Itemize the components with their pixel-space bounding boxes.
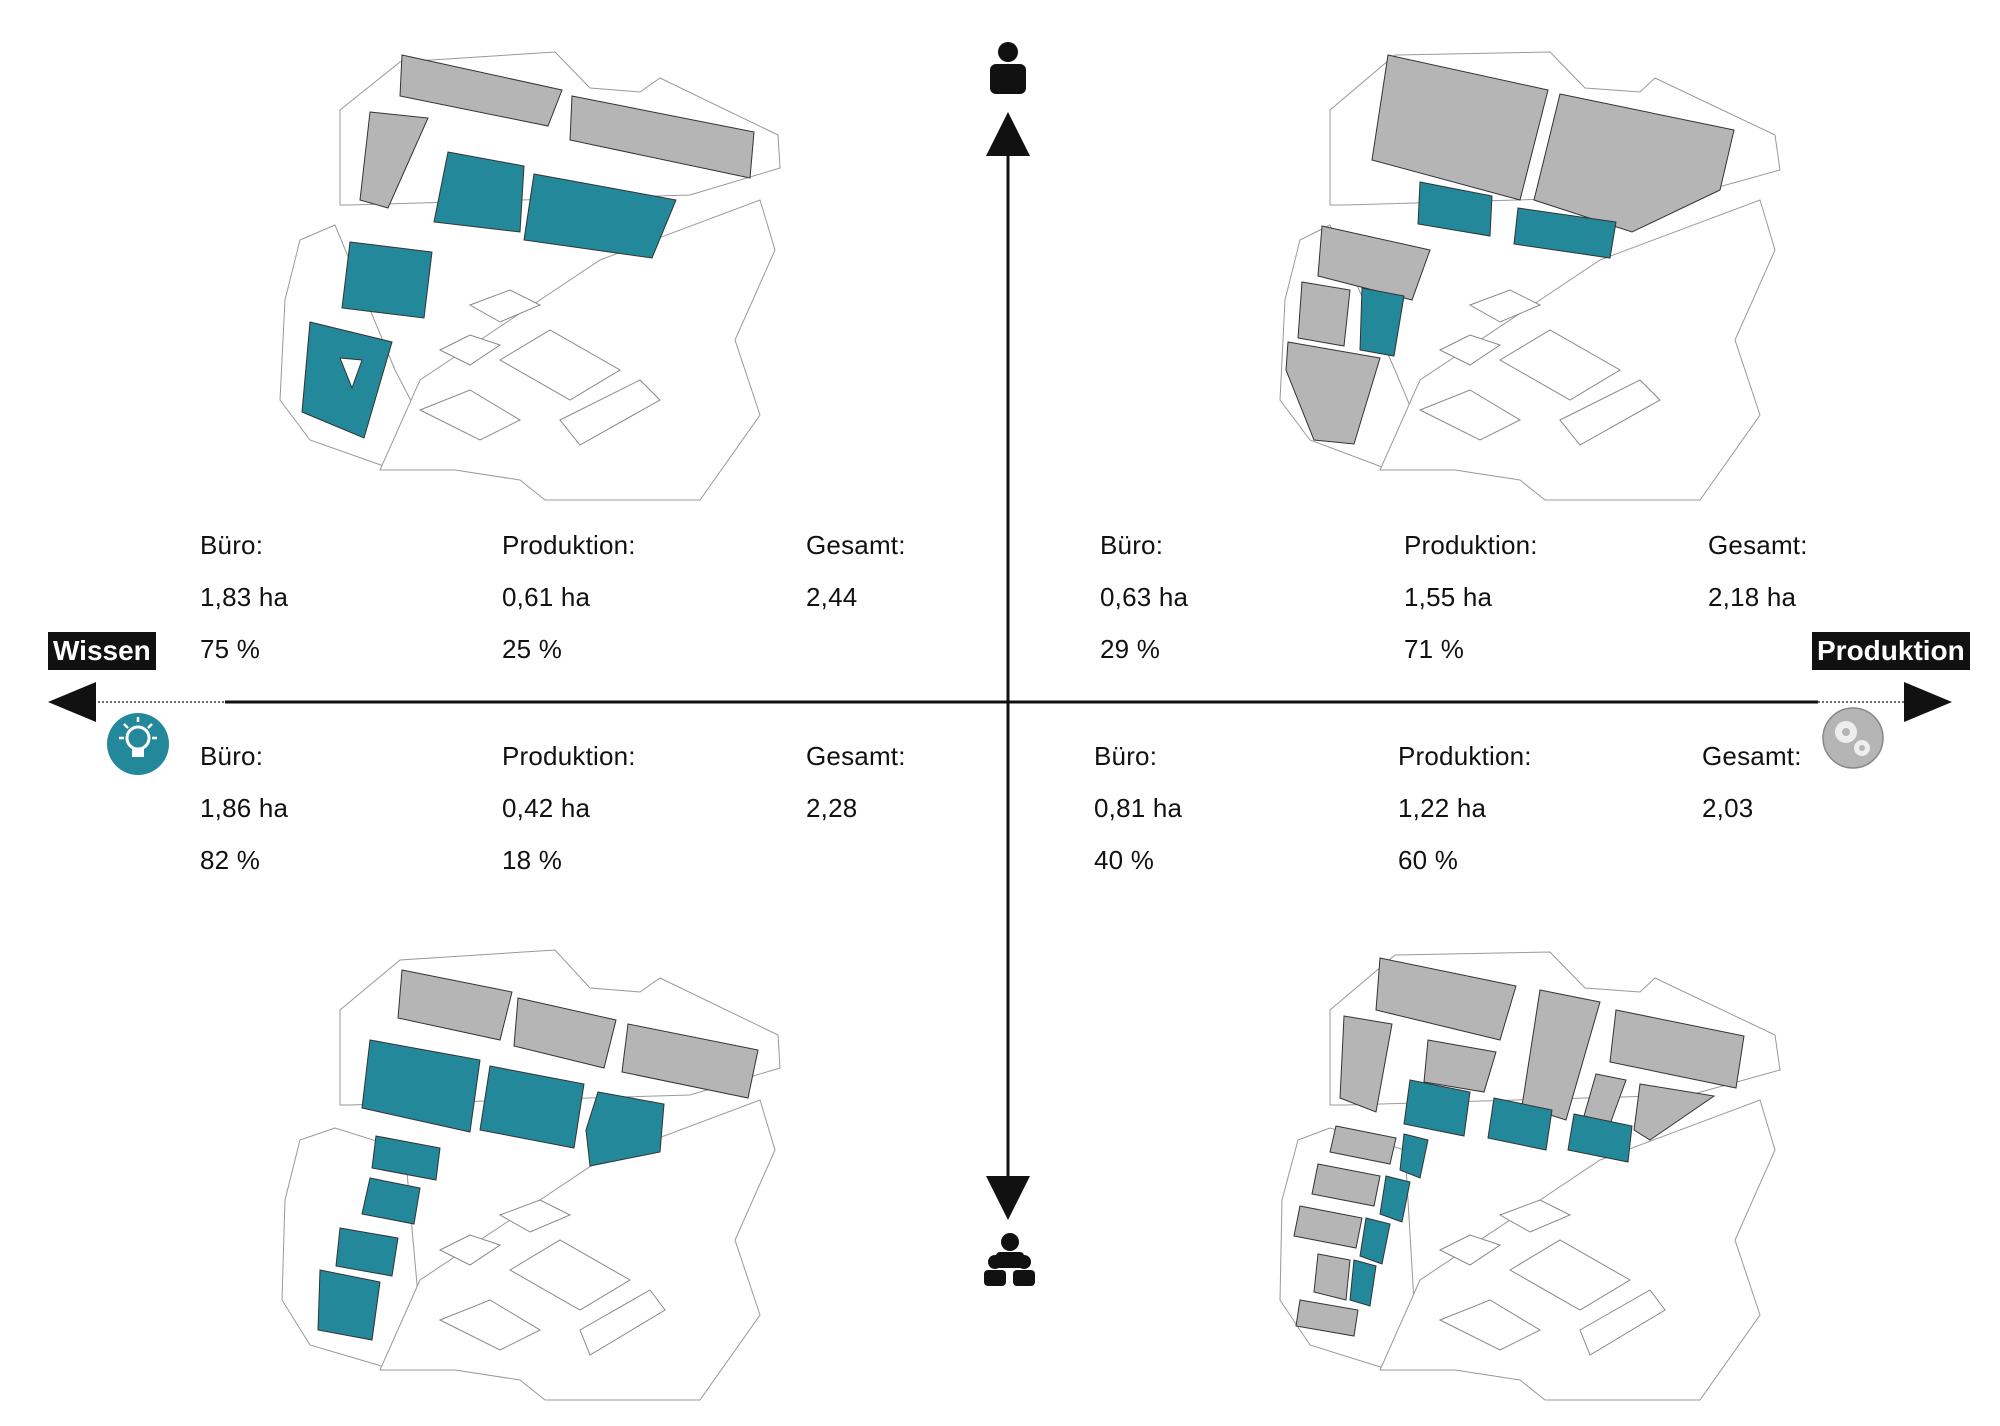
stats-bottom-left: Büro: 1,86 ha 82 % Produktion: 0,42 ha 1… [200, 741, 960, 911]
buero-percent: 75 % [200, 634, 261, 664]
site-plan-bottom-right [1279, 951, 1781, 1401]
axis-label-wissen: Wissen [48, 632, 156, 670]
buero-label: Büro: [1094, 741, 1158, 771]
gesamt-value: 2,03 [1702, 793, 1754, 823]
buero-area: 0,81 ha [1094, 793, 1183, 823]
buero-area: 0,63 ha [1100, 582, 1189, 612]
gesamt-value: 2,28 [806, 793, 858, 823]
gesamt-label: Gesamt: [1708, 530, 1808, 560]
produktion-label: Produktion: [1404, 530, 1538, 560]
stats-top-right: Büro: 0,63 ha 29 % Produktion: 1,55 ha 7… [1100, 530, 1860, 700]
produktion-area: 1,55 ha [1404, 582, 1493, 612]
gesamt-label: Gesamt: [806, 530, 906, 560]
lightbulb-icon [107, 713, 169, 775]
gesamt-label: Gesamt: [806, 741, 906, 771]
arrow-down-icon [986, 1176, 1030, 1220]
person-icon [990, 42, 1026, 94]
produktion-percent: 71 % [1404, 634, 1465, 664]
arrow-up-icon [986, 112, 1030, 156]
group-icon [984, 1233, 1035, 1286]
buero-area: 1,86 ha [200, 793, 289, 823]
buero-label: Büro: [200, 530, 264, 560]
axis-label-produktion: Produktion [1812, 632, 1970, 670]
stats-top-left: Büro: 1,83 ha 75 % Produktion: 0,61 ha 2… [200, 530, 960, 700]
produktion-area: 0,61 ha [502, 582, 591, 612]
produktion-label: Produktion: [502, 741, 636, 771]
produktion-label: Produktion: [1398, 741, 1532, 771]
buero-label: Büro: [1100, 530, 1164, 560]
produktion-area: 1,22 ha [1398, 793, 1487, 823]
stats-bottom-right: Büro: 0,81 ha 40 % Produktion: 1,22 ha 6… [1094, 741, 1854, 911]
gesamt-label: Gesamt: [1702, 741, 1802, 771]
gears-icon [1822, 707, 1884, 769]
site-plan-top-left [279, 51, 781, 501]
produktion-percent: 18 % [502, 845, 563, 875]
gesamt-value: 2,44 [806, 582, 858, 612]
produktion-label: Produktion: [502, 530, 636, 560]
produktion-percent: 60 % [1398, 845, 1459, 875]
gesamt-value: 2,18 ha [1708, 582, 1797, 612]
arrow-right-icon [1904, 682, 1952, 722]
buero-percent: 82 % [200, 845, 261, 875]
buero-percent: 40 % [1094, 845, 1155, 875]
buero-area: 1,83 ha [200, 582, 289, 612]
produktion-area: 0,42 ha [502, 793, 591, 823]
buero-label: Büro: [200, 741, 264, 771]
buero-percent: 29 % [1100, 634, 1161, 664]
produktion-percent: 25 % [502, 634, 563, 664]
arrow-left-icon [48, 682, 96, 722]
site-plan-top-right [1279, 51, 1781, 501]
site-plan-bottom-left [281, 949, 781, 1401]
